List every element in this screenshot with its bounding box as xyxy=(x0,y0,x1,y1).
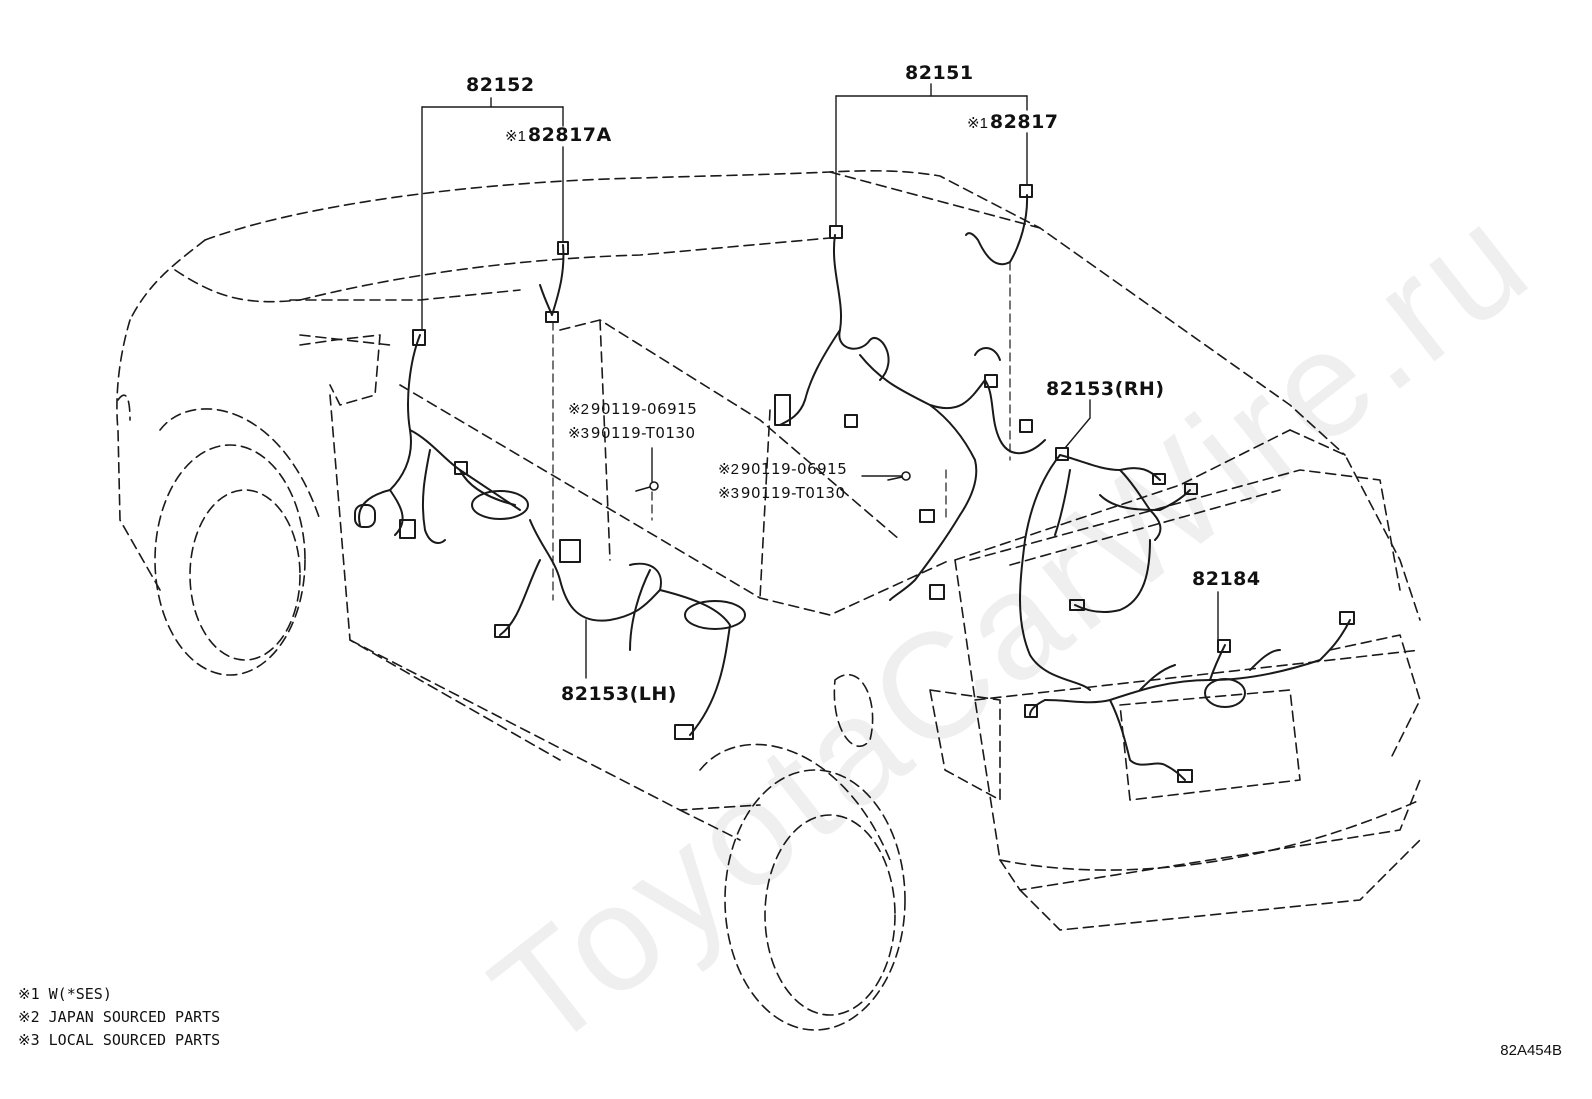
part-82817: 82817 xyxy=(989,111,1059,133)
mark-2: ※2 xyxy=(718,461,739,478)
label-82153-lh: 82153(LH) xyxy=(561,683,677,705)
legend-item-1: ※1 W(*SES) xyxy=(18,985,112,1003)
footnote-legend: ※1 W(*SES) ※2 JAPAN SOURCED PARTS ※3 LOC… xyxy=(18,983,220,1052)
harness-82817 xyxy=(965,184,1033,266)
mark-1: ※1 xyxy=(967,115,988,132)
harness-82184 xyxy=(1024,611,1355,783)
part-90119-06915-left: 90119-06915 xyxy=(590,400,698,418)
legend-item-3: ※3 LOCAL SOURCED PARTS xyxy=(18,1031,221,1049)
harness-82153-LH xyxy=(494,519,746,740)
vehicle-body-outline xyxy=(116,170,1421,931)
mark-1: ※1 xyxy=(505,128,526,145)
harness-82152 xyxy=(354,329,529,544)
label-82184: 82184 xyxy=(1192,568,1261,590)
label-82153-rh: 82153(RH) xyxy=(1046,378,1165,400)
label-82151: 82151 xyxy=(905,62,974,84)
part-90119-06915-right: 90119-06915 xyxy=(740,460,848,478)
label-82152: 82152 xyxy=(466,74,535,96)
mark-3: ※3 xyxy=(568,425,589,442)
mark-2: ※2 xyxy=(568,401,589,418)
alignment-dashes xyxy=(552,261,1011,601)
front-left-wheel xyxy=(154,408,321,676)
part-90119-T0130-right: 90119-T0130 xyxy=(740,484,846,502)
harness-82817A xyxy=(539,241,569,323)
part-82817A: 82817A xyxy=(527,124,612,146)
leader-lines xyxy=(421,83,1219,679)
illustration-code: 82A454B xyxy=(1500,1042,1562,1059)
legend-item-2: ※2 JAPAN SOURCED PARTS xyxy=(18,1008,221,1026)
bolt-left xyxy=(635,481,659,492)
rear-left-wheel xyxy=(699,743,906,1031)
harness-82153-RH xyxy=(1019,447,1198,691)
harness-82151 xyxy=(774,225,1046,601)
mark-3: ※3 xyxy=(718,485,739,502)
part-90119-T0130-left: 90119-T0130 xyxy=(590,424,696,442)
